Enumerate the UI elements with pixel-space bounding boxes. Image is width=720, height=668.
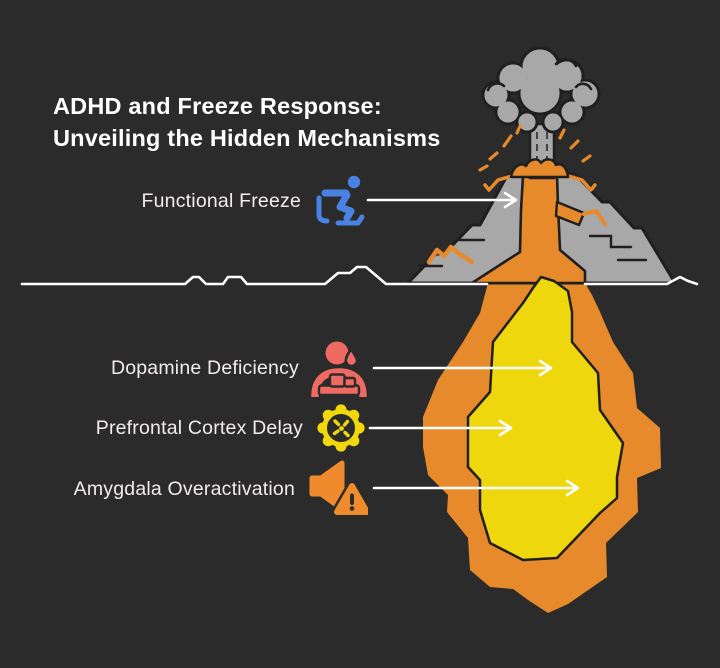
- tired-person-icon: [311, 341, 367, 397]
- callout-label: Dopamine Deficiency: [110, 356, 299, 379]
- mountain-terrace-lines: [418, 234, 648, 268]
- callout-prefrontal-cortex-delay: Prefrontal Cortex Delay: [0, 401, 368, 455]
- arrow-functional-freeze: [366, 191, 518, 209]
- callout-amygdala-overactivation: Amygdala Overactivation: [0, 459, 368, 519]
- alert-megaphone-icon: [309, 460, 368, 518]
- lava-stream-left: [426, 244, 475, 265]
- lava-streak-right: [582, 208, 607, 226]
- warning-triangle: [331, 480, 368, 518]
- lava-branch-right: [554, 200, 586, 227]
- smoke-cloud: [481, 46, 601, 134]
- arrow-amygdala: [372, 479, 580, 497]
- arrow-dopamine: [372, 359, 553, 377]
- person-slipping-icon: [316, 175, 365, 226]
- crater-rim-lava: [483, 173, 597, 192]
- title-line-2: Unveiling the Hidden Mechanisms: [53, 125, 441, 151]
- arrow-prefrontal: [368, 419, 513, 437]
- callout-arrows: [366, 191, 580, 497]
- smoke-column-lines: [536, 132, 548, 172]
- ground-line: [20, 265, 699, 286]
- cloud-detail-arcs: [486, 58, 593, 92]
- callout-dopamine-deficiency: Dopamine Deficiency: [0, 339, 368, 397]
- callout-label: Functional Freeze: [141, 189, 301, 212]
- title-line-1: ADHD and Freeze Response:: [53, 93, 382, 119]
- callout-functional-freeze: Functional Freeze: [0, 173, 368, 229]
- callout-label: Prefrontal Cortex Delay: [95, 416, 303, 439]
- page-title: ADHD and Freeze Response: Unveiling the …: [53, 90, 441, 154]
- virus-icon: [317, 404, 365, 452]
- crater-lava-plug: [509, 158, 570, 179]
- callout-label: Amygdala Overactivation: [73, 477, 295, 500]
- eruption-sparks: [478, 124, 592, 172]
